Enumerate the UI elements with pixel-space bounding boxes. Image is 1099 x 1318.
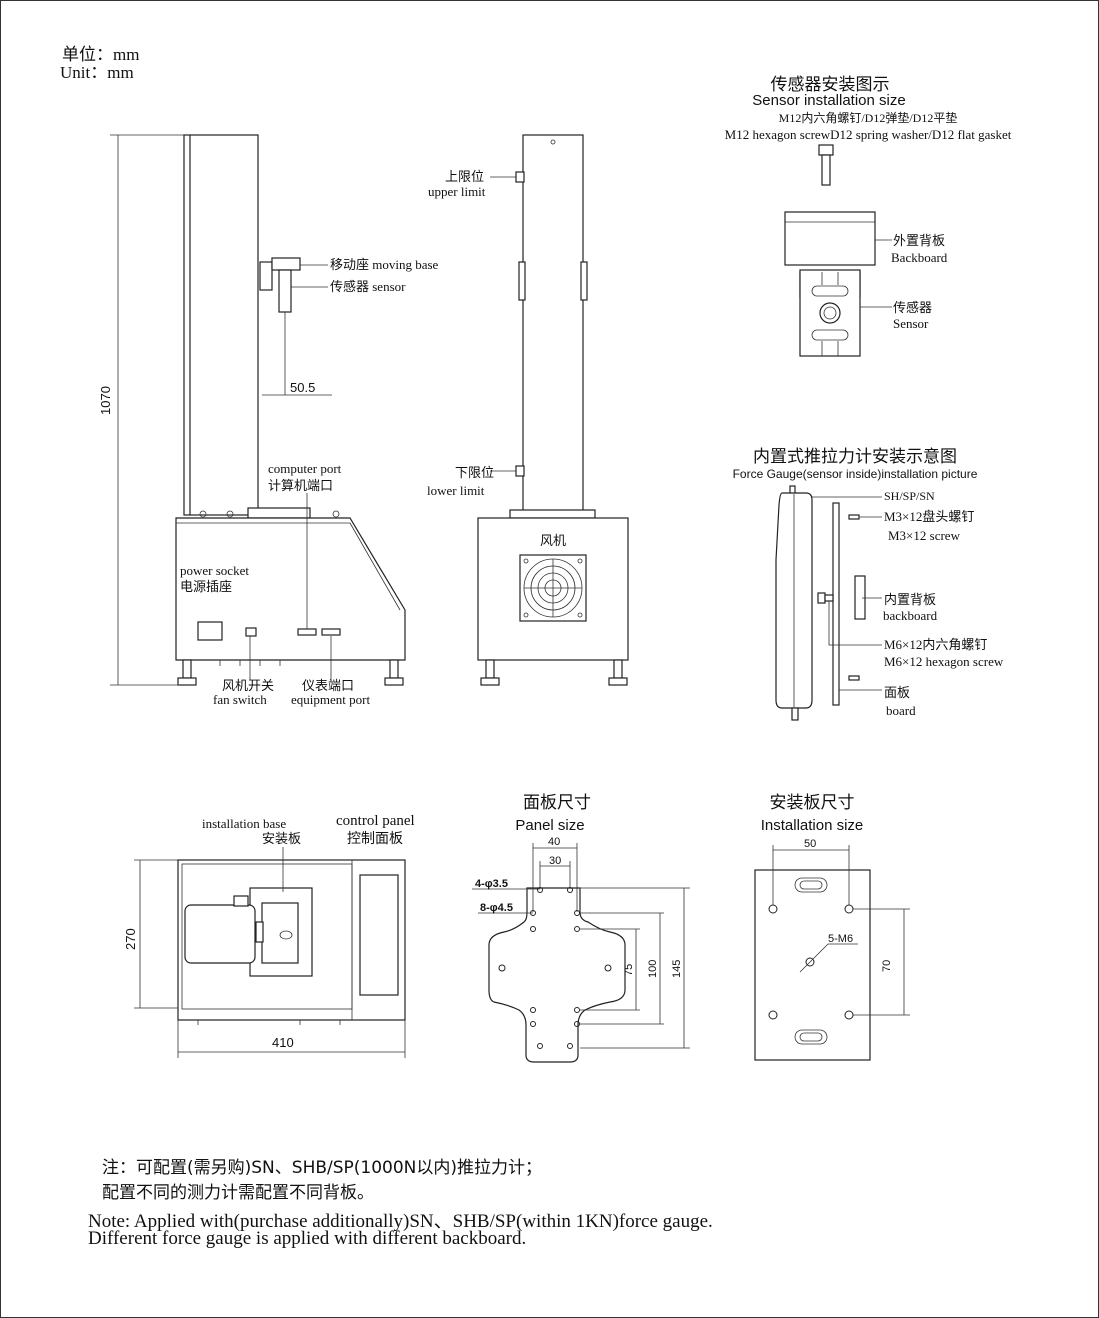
panel-dim-40: 40 [548, 836, 560, 848]
panel-dim-75: 75 [623, 964, 635, 976]
backboard-label-en: Backboard [891, 250, 948, 265]
height-dimension: 1070 [98, 386, 113, 415]
power-socket-label-cn: 电源插座 [180, 579, 232, 594]
moving-base-label: 移动座 moving base [330, 257, 439, 272]
install-dim-50: 50 [804, 838, 816, 850]
sensor-label-en: Sensor [893, 316, 929, 331]
note-cn-line2: 配置不同的测力计需配置不同背板。 [102, 1183, 374, 1203]
unit-label-cn: 单位：mm [62, 45, 139, 64]
front-panel-plate [832, 502, 840, 706]
moving-base [259, 261, 273, 291]
sensor-label-cn: 传感器 [893, 300, 932, 315]
front-view: 50.5 1070 移动座 moving base 传感器 sensor com… [98, 134, 439, 707]
board-label-en: board [886, 703, 916, 718]
gauge-install-title-cn: 内置式推拉力计安装示意图 [753, 447, 957, 466]
power-socket-label-en: power socket [180, 563, 249, 578]
control-panel-label-cn: 控制面板 [347, 831, 403, 847]
internal-backboard [854, 575, 866, 620]
note-en-line1: Note: Applied with(purchase additionally… [88, 1211, 713, 1232]
equipment-port [321, 628, 341, 636]
internal-backboard-label-cn: 内置背板 [884, 592, 936, 607]
m12-screw [821, 154, 831, 186]
sensor-parts-en: M12 hexagon screwD12 spring washer/D12 f… [725, 127, 1012, 142]
m3-screw-label-cn: M3×12盘头螺钉 [884, 509, 974, 524]
sensor-label: 传感器 sensor [330, 279, 406, 294]
m3-screw-label-en: M3×12 screw [888, 528, 961, 543]
top-view: 270 410 installation base 安装板 control pa… [123, 813, 415, 1058]
hole-label-4: 4-φ3.5 [475, 878, 508, 890]
panel-dim-100: 100 [647, 960, 659, 978]
install-size-title-cn: 安装板尺寸 [770, 793, 855, 812]
panel-dim-145: 145 [671, 960, 683, 978]
computer-port-label-cn: 计算机端口 [268, 478, 333, 493]
hole-label-m6: 5-M6 [828, 933, 853, 945]
control-panel [359, 874, 399, 996]
depth-dimension: 270 [123, 928, 138, 950]
hole-label-8: 8-φ4.5 [480, 902, 513, 914]
note-en-line2: Different force gauge is applied with di… [88, 1228, 527, 1249]
gauge-model-label: SH/SP/SN [884, 489, 935, 503]
offset-dimension: 50.5 [290, 380, 315, 395]
lower-limit-label-en: lower limit [427, 483, 485, 498]
fan-switch-label-en: fan switch [213, 692, 267, 707]
upper-limit-label-en: upper limit [428, 184, 486, 199]
sensor-install-title-cn: 传感器安装图示 [771, 75, 890, 94]
computer-port [297, 628, 317, 636]
side-view: 上限位 upper limit 下限位 lower limit 风机 [427, 134, 629, 686]
gauge-installation: 内置式推拉力计安装示意图 Force Gauge(sensor inside)i… [733, 447, 1004, 721]
control-panel-label-en: control panel [336, 813, 415, 829]
panel-dim-30: 30 [549, 855, 561, 867]
install-dim-70: 70 [881, 960, 893, 972]
gauge-install-title-en: Force Gauge(sensor inside)installation p… [733, 467, 978, 481]
power-socket [197, 621, 223, 641]
backboard-label-cn: 外置背板 [893, 233, 945, 248]
fan-label: 风机 [540, 533, 566, 548]
upper-limit-label-cn: 上限位 [445, 169, 484, 184]
panel-size-title-en: Panel size [515, 817, 584, 834]
install-size-title-en: Installation size [761, 817, 864, 834]
sensor-parts-cn: M12内六角螺钉/D12弹垫/D12平垫 [779, 110, 958, 125]
note-cn-line1: 注：可配置(需另购)SN、SHB/SP(1000N以内)推拉力计； [102, 1158, 543, 1178]
m6-screw-label-cn: M6×12内六角螺钉 [884, 637, 987, 652]
installation-size-drawing: 安装板尺寸 Installation size 50 5-M6 70 [754, 793, 910, 1061]
m6-screw-label-en: M6×12 hexagon screw [884, 654, 1004, 669]
width-dimension: 410 [272, 1035, 294, 1050]
computer-port-label-en: computer port [268, 461, 342, 476]
installation-base-label-cn: 安装板 [262, 831, 301, 846]
lower-limit-label-cn: 下限位 [455, 465, 494, 480]
panel-size-title-cn: 面板尺寸 [523, 793, 591, 812]
unit-label-en: Unit：mm [60, 63, 134, 82]
installation-base-label-en: installation base [202, 816, 286, 831]
panel-size-drawing: 面板尺寸 Panel size 40 30 4-φ3.5 8-φ4.5 75 1… [472, 793, 690, 1063]
sensor-installation: 传感器安装图示 Sensor installation size M12内六角螺… [725, 75, 1012, 357]
sensor [278, 269, 292, 313]
equipment-port-label-cn: 仪表端口 [302, 678, 354, 693]
fan-switch [245, 627, 257, 637]
board-label-cn: 面板 [884, 685, 910, 700]
equipment-port-label-en: equipment port [291, 692, 370, 707]
sensor-install-title-en: Sensor installation size [752, 92, 905, 109]
internal-backboard-label-en: backboard [883, 608, 938, 623]
external-backboard [784, 211, 876, 266]
panel-outline [488, 887, 626, 1063]
fan-switch-label-cn: 风机开关 [222, 678, 274, 693]
